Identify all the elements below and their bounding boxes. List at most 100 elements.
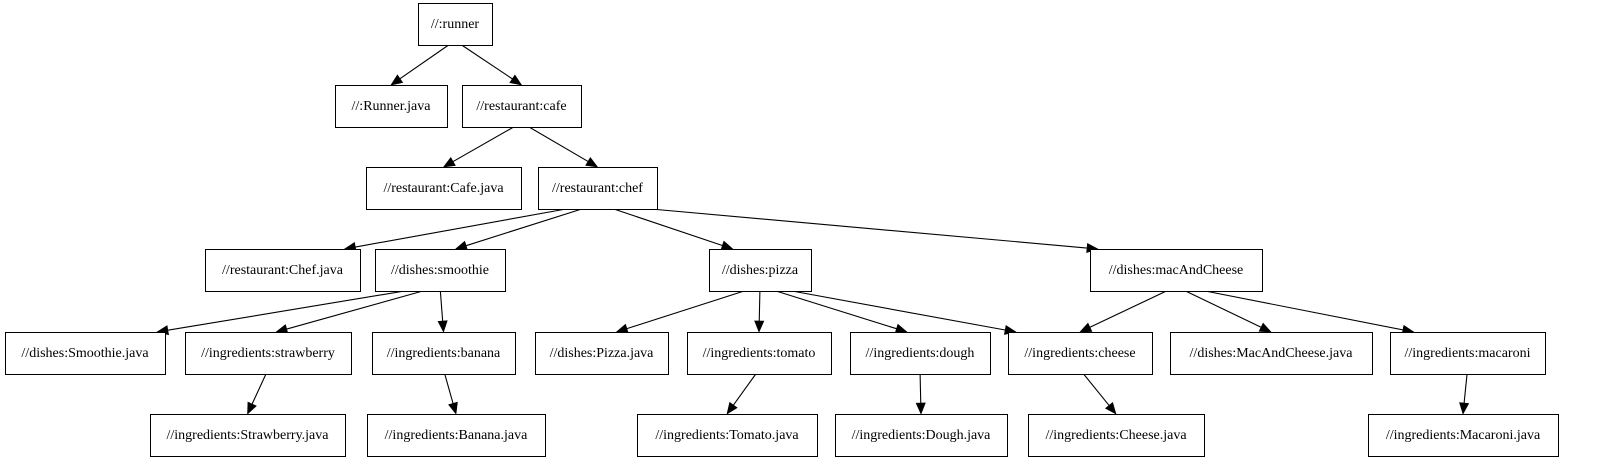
- edge-runner-to-restaurant_cafe: [461, 44, 523, 86]
- node-box-restaurant_cafe[interactable]: [462, 85, 582, 128]
- graph-node-ing_dough_java[interactable]: //ingredients:Dough.java: [835, 414, 1008, 457]
- arrowhead-icon: [1258, 322, 1272, 333]
- node-label-ing_cheese_java: //ingredients:Cheese.java: [1045, 428, 1187, 443]
- graph-node-ing_tomato[interactable]: //ingredients:tomato: [687, 332, 832, 375]
- graph-node-runner_java[interactable]: //:Runner.java: [335, 85, 448, 128]
- node-box-dishes_smoothie_java[interactable]: [5, 332, 166, 375]
- graph-node-restaurant_chef[interactable]: //restaurant:chef: [538, 167, 658, 210]
- edge-dishes_smoothie-to-ing_strawberry: [275, 290, 423, 334]
- graph-node-ing_macaroni_java[interactable]: //ingredients:Macaroni.java: [1368, 414, 1559, 457]
- node-label-dishes_smoothie_java: //dishes:Smoothie.java: [21, 346, 149, 361]
- graph-node-ing_cheese[interactable]: //ingredients:cheese: [1008, 332, 1153, 375]
- node-label-restaurant_cafe: //restaurant:cafe: [476, 99, 566, 114]
- arrowhead-icon: [754, 320, 765, 333]
- node-label-dishes_pizza: //dishes:pizza: [722, 263, 799, 278]
- graph-node-runner[interactable]: //:runner: [418, 3, 493, 46]
- edge-dishes_macandcheese-to-ing_macaroni: [1205, 290, 1415, 335]
- node-label-ing_cheese: //ingredients:cheese: [1024, 346, 1135, 361]
- node-label-ing_tomato: //ingredients:tomato: [703, 346, 816, 361]
- graph-node-dishes_macandcheese[interactable]: //dishes:macAndCheese: [1090, 249, 1263, 292]
- edge-ing_banana-to-ing_banana_java: [444, 373, 458, 415]
- node-box-ing_macaroni[interactable]: [1390, 332, 1546, 375]
- graph-node-restaurant_cafe[interactable]: //restaurant:cafe: [462, 85, 582, 128]
- graph-node-restaurant_cafe_java[interactable]: //restaurant:Cafe.java: [366, 167, 522, 210]
- graph-node-dishes_pizza_java[interactable]: //dishes:Pizza.java: [535, 332, 669, 375]
- edge-dishes_pizza-to-ing_cheese: [791, 290, 1017, 335]
- arrowhead-icon: [615, 323, 629, 334]
- node-label-dishes_macandcheese: //dishes:macAndCheese: [1109, 263, 1244, 278]
- node-box-dishes_macandcheese[interactable]: [1090, 249, 1263, 292]
- graph-node-ing_banana[interactable]: //ingredients:banana: [372, 332, 516, 375]
- node-label-ing_banana_java: //ingredients:Banana.java: [385, 428, 528, 443]
- node-box-runner[interactable]: [418, 3, 493, 46]
- node-box-ing_dough_java[interactable]: [835, 414, 1008, 457]
- edge-ing_macaroni-to-ing_macaroni_java: [1459, 373, 1470, 415]
- node-box-ing_banana_java[interactable]: [367, 414, 546, 457]
- edge-restaurant_chef-to-dishes_macandcheese: [650, 208, 1099, 254]
- arrowhead-icon: [437, 320, 448, 333]
- node-label-ing_strawberry_java: //ingredients:Strawberry.java: [167, 428, 330, 443]
- graph-node-dishes_mac_java[interactable]: //dishes:MacAndCheese.java: [1170, 332, 1373, 375]
- arrowhead-icon: [585, 156, 599, 168]
- edge-ing_dough-to-ing_dough_java: [915, 373, 926, 415]
- node-label-ing_banana: //ingredients:banana: [387, 346, 501, 361]
- graph-node-dishes_smoothie[interactable]: //dishes:smoothie: [375, 249, 506, 292]
- node-box-restaurant_chef[interactable]: [538, 167, 658, 210]
- graph-node-ing_macaroni[interactable]: //ingredients:macaroni: [1390, 332, 1546, 375]
- arrowhead-icon: [247, 401, 257, 415]
- edge-restaurant_cafe-to-restaurant_cafe_java: [442, 126, 514, 168]
- graph-node-ing_strawberry_java[interactable]: //ingredients:Strawberry.java: [150, 414, 346, 457]
- edge-restaurant_cafe-to-restaurant_chef: [528, 126, 599, 168]
- arrowhead-icon: [448, 401, 458, 415]
- arrowhead-icon: [1079, 322, 1093, 333]
- node-box-restaurant_chef_java[interactable]: [205, 249, 361, 292]
- edge-ing_cheese-to-ing_cheese_java: [1083, 373, 1117, 415]
- node-box-ing_macaroni_java[interactable]: [1368, 414, 1559, 457]
- edge-dishes_macandcheese-to-ing_cheese: [1079, 290, 1167, 333]
- node-label-restaurant_chef_java: //restaurant:Chef.java: [222, 263, 344, 278]
- node-box-dishes_mac_java[interactable]: [1170, 332, 1373, 375]
- node-label-ing_macaroni: //ingredients:macaroni: [1405, 346, 1531, 361]
- graph-node-ing_tomato_java[interactable]: //ingredients:Tomato.java: [637, 414, 818, 457]
- node-box-ing_dough[interactable]: [850, 332, 991, 375]
- graph-node-restaurant_chef_java[interactable]: //restaurant:Chef.java: [205, 249, 361, 292]
- arrowhead-icon: [454, 240, 468, 251]
- node-box-ing_tomato_java[interactable]: [637, 414, 818, 457]
- graph-node-ing_cheese_java[interactable]: //ingredients:Cheese.java: [1028, 414, 1205, 457]
- node-label-runner: //:runner: [431, 17, 480, 32]
- node-box-dishes_pizza[interactable]: [709, 249, 812, 292]
- arrowhead-icon: [915, 402, 926, 415]
- node-box-ing_cheese_java[interactable]: [1028, 414, 1205, 457]
- node-box-dishes_smoothie[interactable]: [375, 249, 506, 292]
- node-label-dishes_pizza_java: //dishes:Pizza.java: [550, 346, 655, 361]
- graph-node-ing_strawberry[interactable]: //ingredients:strawberry: [185, 332, 352, 375]
- edge-dishes_pizza-to-ing_dough: [775, 290, 908, 334]
- node-label-restaurant_chef: //restaurant:chef: [552, 181, 643, 196]
- node-box-ing_banana[interactable]: [372, 332, 516, 375]
- graph-node-dishes_pizza[interactable]: //dishes:pizza: [709, 249, 812, 292]
- edge-ing_tomato-to-ing_tomato_java: [726, 373, 757, 415]
- edge-restaurant_chef-to-dishes_pizza: [613, 208, 734, 251]
- arrowhead-icon: [1459, 402, 1470, 415]
- arrowhead-icon: [720, 240, 734, 251]
- node-label-ing_macaroni_java: //ingredients:Macaroni.java: [1386, 428, 1541, 443]
- graph-node-ing_banana_java[interactable]: //ingredients:Banana.java: [367, 414, 546, 457]
- node-box-restaurant_cafe_java[interactable]: [366, 167, 522, 210]
- node-label-runner_java: //:Runner.java: [352, 99, 432, 114]
- node-box-ing_strawberry[interactable]: [185, 332, 352, 375]
- edge-restaurant_chef-to-restaurant_chef_java: [343, 208, 567, 252]
- edge-restaurant_chef-to-dishes_smoothie: [454, 208, 582, 251]
- node-box-ing_strawberry_java[interactable]: [150, 414, 346, 457]
- graph-node-ing_dough[interactable]: //ingredients:dough: [850, 332, 991, 375]
- node-label-ing_dough_java: //ingredients:Dough.java: [852, 428, 992, 443]
- edge-dishes_smoothie-to-ing_banana: [437, 290, 448, 333]
- node-box-dishes_pizza_java[interactable]: [535, 332, 669, 375]
- node-box-runner_java[interactable]: [335, 85, 448, 128]
- node-label-restaurant_cafe_java: //restaurant:Cafe.java: [383, 181, 504, 196]
- node-box-ing_cheese[interactable]: [1008, 332, 1153, 375]
- graph-node-dishes_smoothie_java[interactable]: //dishes:Smoothie.java: [5, 332, 166, 375]
- arrowhead-icon: [509, 74, 523, 86]
- node-box-ing_tomato[interactable]: [687, 332, 832, 375]
